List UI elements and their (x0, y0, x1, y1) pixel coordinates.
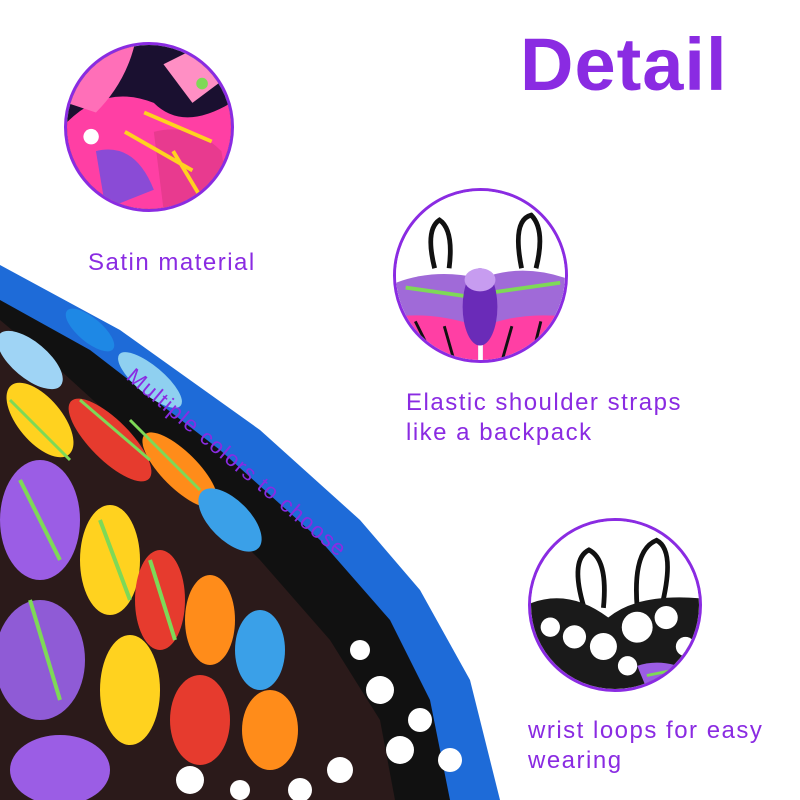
satin-caption: Satin material (88, 249, 256, 276)
wrist-caption-line2: wearing (528, 747, 623, 774)
page-title: Detail (520, 23, 728, 106)
satin-material-image (64, 42, 234, 212)
straps-caption-line1: Elastic shoulder straps (406, 389, 682, 416)
wrist-caption-line1: wrist loops for easy (528, 717, 764, 744)
wrist-loops-image (528, 518, 702, 692)
straps-caption-line2: like a backpack (406, 419, 593, 446)
shoulder-straps-image (393, 188, 568, 363)
